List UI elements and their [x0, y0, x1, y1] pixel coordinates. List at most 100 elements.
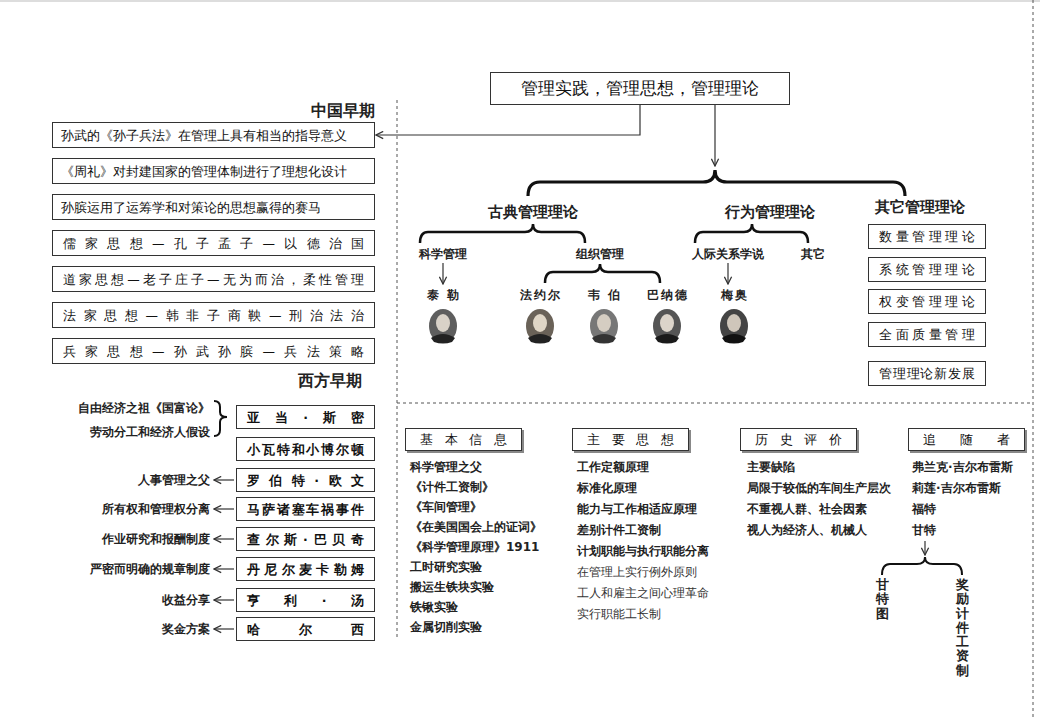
contribution-note: 所有权和管理权分离 [102, 502, 210, 516]
vertical-label: 奖励计件工资制 [956, 578, 969, 678]
down-arrow [924, 541, 925, 555]
section-heading: 西方早期 [298, 371, 362, 390]
western-pioneer-box: 查尔斯·巴贝奇 [236, 527, 375, 551]
box-text: 小瓦特和小博尔顿 [247, 442, 364, 457]
curly-brace [545, 264, 660, 283]
contribution-note: 人事管理之父 [138, 473, 210, 487]
leader-arrow [214, 628, 234, 629]
box-text: 哈尔西 [247, 622, 364, 637]
western-pioneer-box: 哈尔西 [236, 617, 375, 641]
box-text: 法家思想—韩非子商鞅—刑治法治 [63, 308, 364, 323]
box-text: 兵家思想—孙武孙膑—兵法策略 [63, 344, 364, 359]
box-text: 亚当·斯密 [247, 410, 364, 425]
section-header-box: 历史评价 [740, 428, 857, 451]
list-item: 《科学管理原理》1911 [410, 540, 539, 554]
list-item: 甘特 [912, 523, 936, 537]
top-rule [0, 1, 1040, 2]
box-text: 权变管理理论 [879, 294, 975, 309]
branch-label: 其它 [801, 247, 825, 261]
leader-arrow [214, 599, 234, 600]
western-pioneer-box: 丹尼尔麦卡勒姆 [236, 557, 375, 581]
list-item: 不重视人群、社会因素 [747, 502, 867, 516]
contribution-note: 劳动分工和经济人假设 [90, 425, 210, 439]
box-text: 道家思想—老子庄子—无为而治，柔性管理 [63, 272, 364, 287]
contribution-note: 自由经济之祖《国富论》 [78, 401, 210, 415]
china-idea-box: 孙膑运用了运筹学和对策论的思想赢得的赛马 [52, 194, 375, 220]
western-pioneer-box: 亨利·汤 [236, 588, 375, 612]
leader-arrow [214, 568, 234, 569]
box-text: 历史评价 [755, 432, 842, 447]
theory-heading: 古典管理理论 [488, 203, 578, 221]
contribution-note: 作业研究和报酬制度 [102, 532, 210, 546]
box-text: 管理实践，管理思想，管理理论 [521, 78, 759, 98]
portrait [526, 309, 554, 344]
china-idea-box: 兵家思想—孙武孙膑—兵法策略 [52, 338, 375, 364]
leader-arrow [214, 538, 234, 539]
china-idea-box: 《周礼》对封建国家的管理体制进行了理想化设计 [52, 158, 375, 184]
list-item: 视人为经济人、机械人 [747, 523, 867, 537]
theory-school-box: 系统管理理论 [868, 257, 986, 282]
list-item: 《计件工资制》 [410, 480, 494, 494]
section-header-box: 基本信息 [405, 428, 522, 451]
list-item: 计划职能与执行职能分离 [577, 544, 709, 558]
box-text: 孙武的《孙子兵法》在管理上具有相当的指导意义 [61, 128, 347, 143]
contribution-note: 奖金方案 [162, 622, 210, 636]
theory-heading: 其它管理理论 [875, 198, 965, 216]
section-header-box: 主要思想 [572, 428, 689, 451]
theory-heading: 行为管理理论 [725, 203, 815, 221]
list-item: 科学管理之父 [410, 460, 482, 474]
china-idea-box: 孙武的《孙子兵法》在管理上具有相当的指导意义 [52, 122, 375, 148]
theory-school-box: 数量管理理论 [868, 224, 986, 249]
list-item: 工人和雇主之间心理革命 [577, 586, 709, 600]
branch-label: 人际关系学说 [692, 247, 764, 261]
list-item: 铁锹实验 [410, 600, 458, 614]
list-item: 能力与工作相适应原理 [577, 502, 697, 516]
list-item: 《在美国国会上的证词》 [410, 520, 542, 534]
china-idea-box: 儒家思想—孔子孟子—以德治国 [52, 230, 375, 256]
box-text: 亨利·汤 [247, 593, 364, 608]
china-idea-box: 法家思想—韩非子商鞅—刑治法治 [52, 302, 375, 328]
box-text: 全面质量管理 [879, 327, 975, 342]
list-item: 搬运生铁块实验 [410, 580, 494, 594]
contribution-note: 收益分享 [162, 593, 210, 607]
branch-label: 科学管理 [419, 247, 467, 261]
box-text: 丹尼尔麦卡勒姆 [247, 562, 364, 577]
box-text: 数量管理理论 [879, 229, 975, 244]
person-name: 巴纳德 [647, 289, 689, 303]
dashed-divider [397, 100, 398, 640]
vertical-label: 甘特图 [876, 578, 889, 621]
person-name: 韦伯 [588, 289, 628, 303]
list-item: 局限于较低的车间生产层次 [747, 481, 891, 495]
list-item: 弗兰克·吉尔布雷斯 [912, 460, 1013, 474]
box-text: 查尔斯·巴贝奇 [247, 532, 364, 547]
theory-school-box: 权变管理理论 [868, 289, 986, 314]
down-arrow [714, 105, 715, 166]
list-item: 金属切削实验 [410, 620, 482, 634]
box-text: 基本信息 [420, 432, 507, 447]
root-topic-box: 管理实践，管理思想，管理理论 [490, 72, 790, 105]
section-heading: 中国早期 [311, 101, 375, 120]
box-text: 主要思想 [587, 432, 674, 447]
list-item: 主要缺陷 [747, 460, 795, 474]
box-text: 儒家思想—孔子孟子—以德治国 [63, 236, 364, 251]
portrait [590, 309, 618, 344]
curly-brace [420, 224, 585, 243]
china-idea-box: 道家思想—老子庄子—无为而治，柔性管理 [52, 266, 375, 292]
western-pioneer-box: 小瓦特和小博尔顿 [236, 437, 375, 461]
portrait [429, 309, 457, 344]
leader-arrow [214, 508, 234, 509]
person-name: 泰勒 [427, 289, 467, 303]
leader-arrow [214, 479, 234, 480]
dashed-divider [397, 403, 1033, 404]
branch-label: 组织管理 [576, 247, 624, 261]
list-item: 福特 [912, 502, 936, 516]
box-text: 追随者 [923, 432, 1010, 447]
list-item: 《车间管理》 [410, 500, 482, 514]
down-arrow [442, 263, 443, 284]
connector-arrow [376, 105, 640, 135]
western-pioneer-box: 罗伯特·欧文 [236, 468, 375, 492]
curly-brace [882, 557, 962, 575]
theory-school-box: 管理理论新发展 [868, 361, 986, 386]
box-text: 罗伯特·欧文 [247, 473, 364, 488]
